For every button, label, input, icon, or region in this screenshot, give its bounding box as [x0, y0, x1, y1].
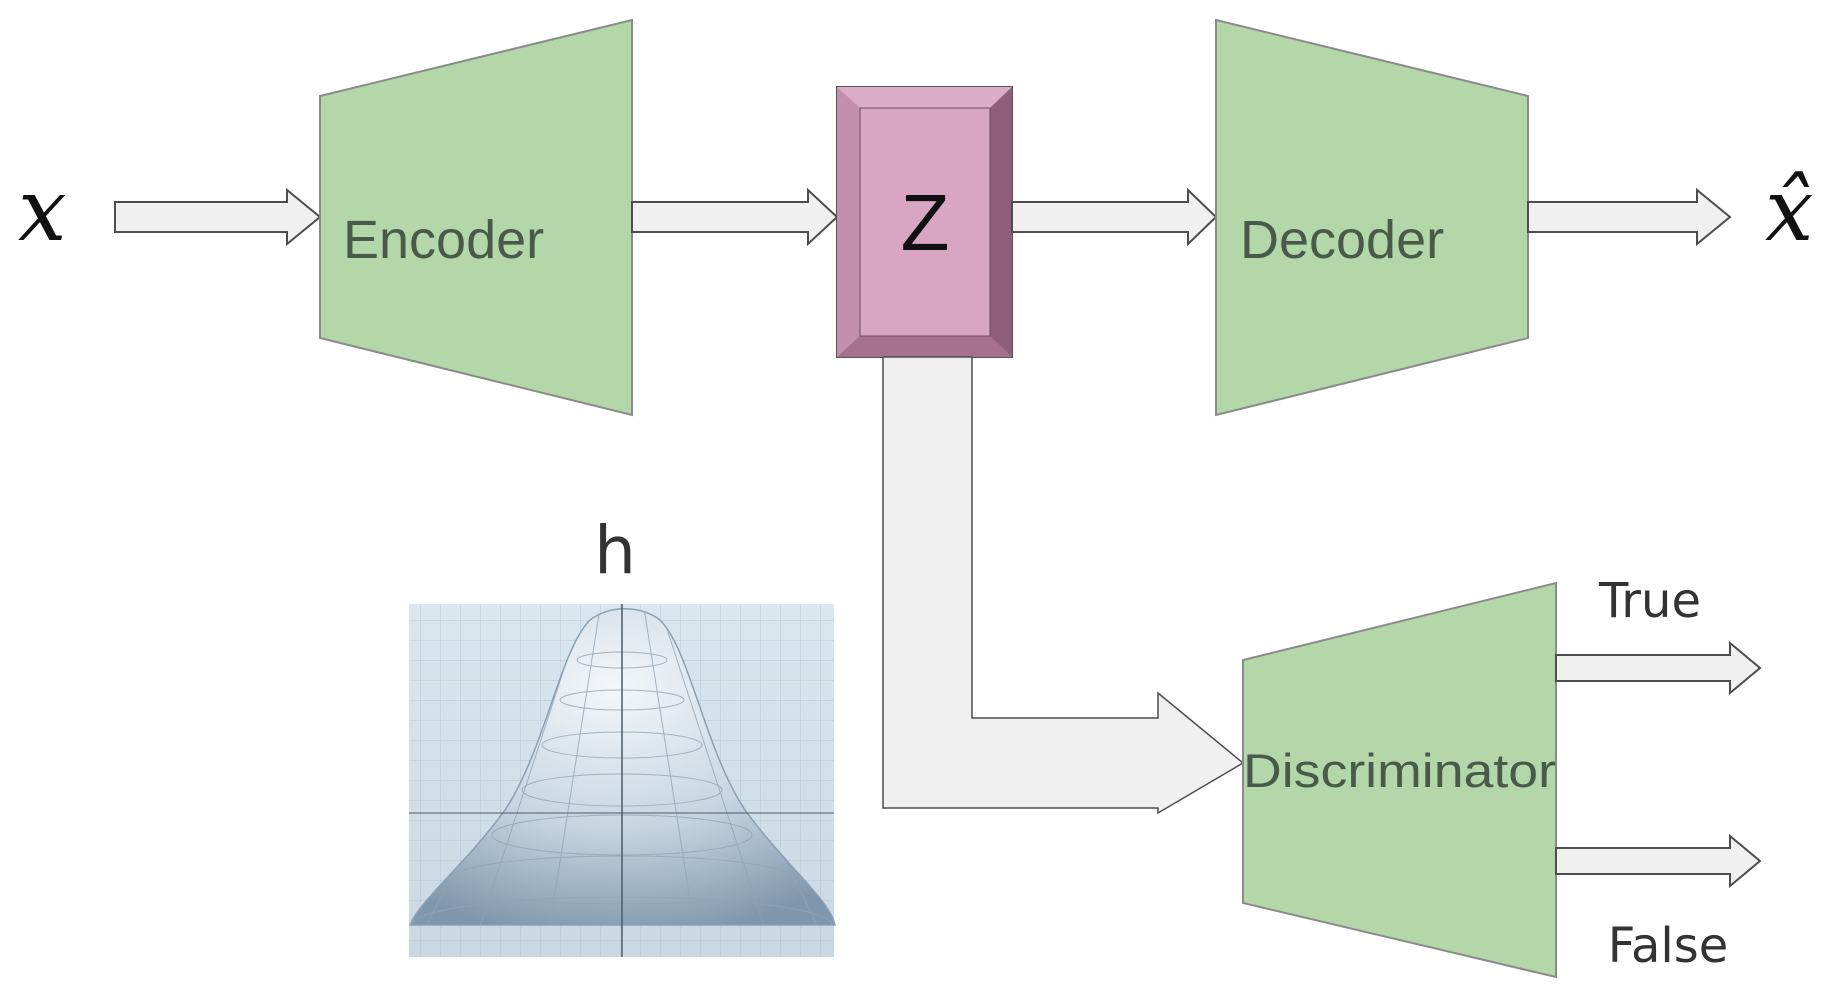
- arrow-latent-to-discriminator: [882, 356, 1245, 815]
- decoder-block: Decoder: [1215, 18, 1529, 417]
- output-false-label: False: [1608, 918, 1729, 974]
- discriminator-block: Discriminator: [1242, 581, 1557, 979]
- output-true-label: True: [1598, 573, 1701, 629]
- output-label: x̂: [1765, 161, 1814, 261]
- encoder-label: Encoder: [343, 210, 544, 270]
- latent-z-block[interactable]: Z: [836, 86, 1013, 358]
- arrow-encoder-to-latent: [631, 187, 839, 247]
- latent-label: Z: [901, 178, 950, 267]
- encoder-block: Encoder: [319, 18, 633, 417]
- arrow-discriminator-true: [1555, 640, 1762, 696]
- input-label: x: [18, 161, 67, 261]
- arrow-latent-to-decoder: [1011, 187, 1218, 247]
- prior-distribution-image: [408, 604, 836, 957]
- arrow-decoder-to-output: [1527, 187, 1732, 247]
- arrow-discriminator-false: [1555, 833, 1762, 889]
- arrow-input-to-encoder: [114, 187, 322, 247]
- prior-label: h: [594, 512, 636, 589]
- decoder-label: Decoder: [1240, 210, 1444, 270]
- discriminator-label: Discriminator: [1243, 744, 1556, 797]
